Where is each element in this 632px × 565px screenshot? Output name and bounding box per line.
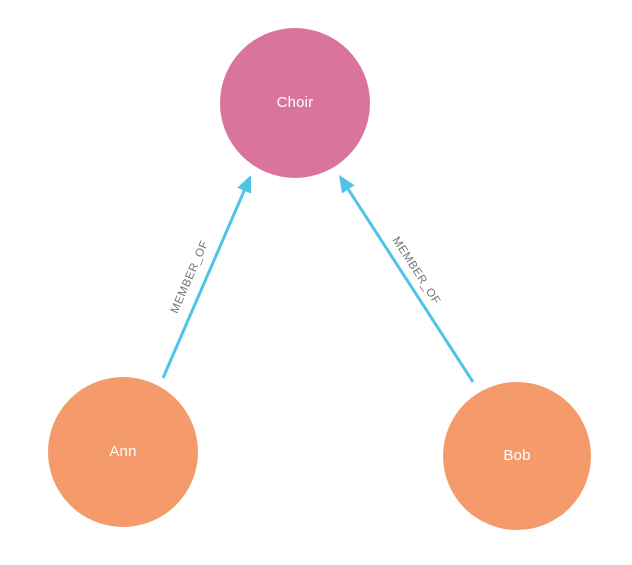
node-circle[interactable]	[48, 377, 198, 527]
arrowhead-icon	[237, 175, 252, 194]
relationship-line[interactable]	[344, 184, 475, 383]
relationship-bob-member-of-choir[interactable]: MEMBER_OF	[339, 175, 475, 383]
node-bob[interactable]: Bob	[443, 382, 591, 530]
node-circle[interactable]	[220, 28, 370, 178]
arrowhead-icon	[339, 175, 355, 194]
node-choir[interactable]: Choir	[220, 28, 370, 178]
node-circle[interactable]	[443, 382, 591, 530]
node-ann[interactable]: Ann	[48, 377, 198, 527]
relationship-line[interactable]	[161, 186, 248, 379]
relationship-label: MEMBER_OF	[169, 239, 211, 316]
relationship-ann-member-of-choir[interactable]: MEMBER_OF	[161, 175, 252, 379]
